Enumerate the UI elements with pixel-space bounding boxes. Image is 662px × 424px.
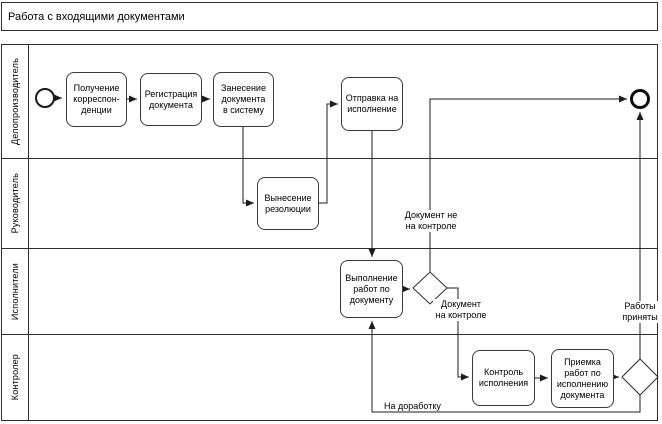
lane-label-manager: Руководитель — [10, 173, 20, 234]
lane-label-cell-controller: Контролер — [2, 335, 29, 420]
task-control-execution: Контроль исполнения — [472, 350, 535, 406]
task-enter-into-system: Занесение документа в систему — [213, 72, 274, 127]
lane-label-clerk: Делопроизводитель — [10, 57, 20, 146]
lane-label-cell-clerk: Делопроизводитель — [2, 45, 29, 158]
task-send-for-execution: Отправка на исполнение — [341, 77, 403, 131]
lane-label-cell-manager: Руководитель — [2, 159, 29, 248]
task-execute-document-work: Выполнение работ по документу — [340, 260, 403, 318]
lane-clerk: Делопроизводитель — [2, 45, 657, 158]
title-bar: Работа с входящими документами — [1, 2, 658, 31]
lane-manager: Руководитель — [2, 158, 657, 248]
label-rework: На доработку — [384, 401, 441, 411]
task-issue-resolution: Вынесение резолюции — [257, 177, 319, 230]
label-document-on-control: Документ на контроле — [433, 299, 489, 321]
lane-executors: Исполнители — [2, 248, 657, 334]
lane-label-cell-executors: Исполнители — [2, 249, 29, 334]
label-works-accepted: Работы приняты — [619, 301, 661, 323]
task-accept-works: Приемка работ по исполнению документа — [551, 349, 614, 408]
lane-label-executors: Исполнители — [10, 262, 20, 321]
diagram-title: Работа с входящими документами — [8, 10, 185, 23]
task-register-document: Регистрация документа — [140, 73, 202, 126]
start-event-icon — [35, 88, 55, 108]
lane-label-controller: Контролер — [10, 354, 20, 401]
task-receive-correspondence: Получение корреспон- денции — [66, 72, 127, 127]
label-document-not-on-control: Документ не на контроле — [402, 210, 460, 232]
lane-controller: Контролер — [2, 334, 657, 420]
end-event-icon — [630, 89, 650, 109]
